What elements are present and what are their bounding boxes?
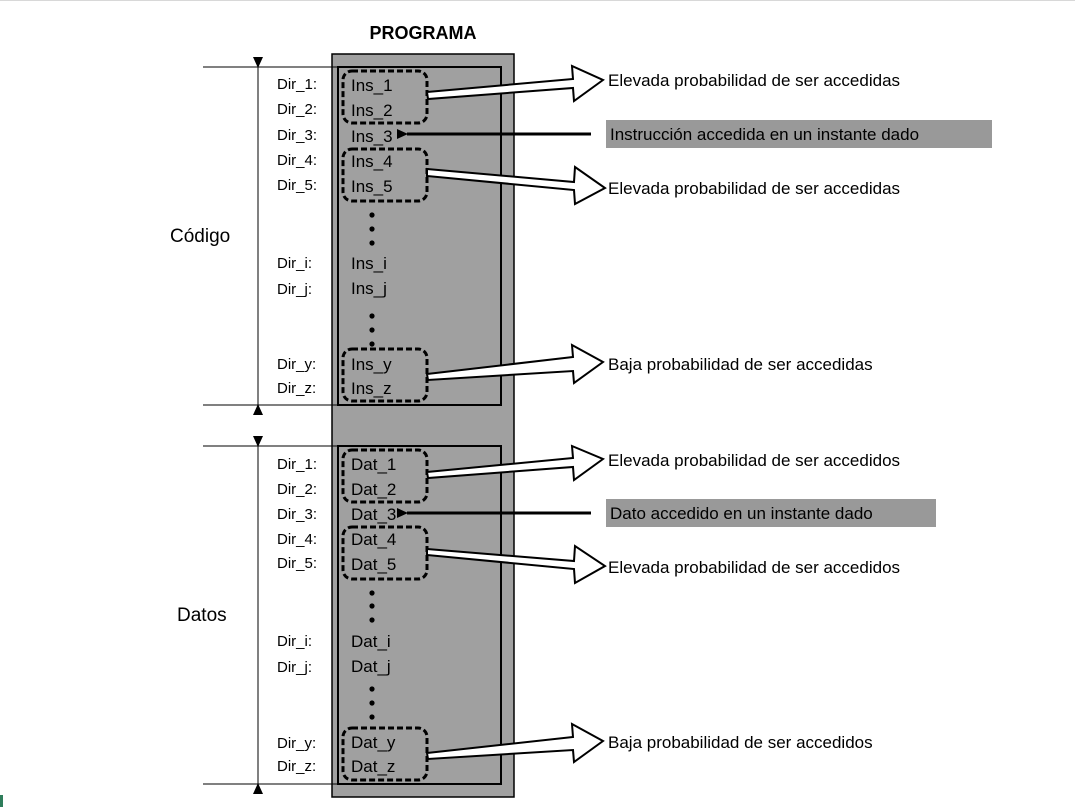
code-cell-5: Ins_5 <box>351 177 393 196</box>
code-group-y-z <box>341 347 429 403</box>
data-cell-y: Dat_y <box>351 733 396 752</box>
data-cell-2: Dat_2 <box>351 480 396 499</box>
code-cell-y: Ins_y <box>351 355 392 374</box>
corner-accent <box>0 795 3 807</box>
data-cell-i: Dat_i <box>351 632 391 651</box>
data-ellipsis-upper <box>369 590 375 623</box>
code-cell-j: Ins_j <box>351 279 387 298</box>
data-addr-4: Dir_4: <box>277 531 317 548</box>
code-group-4-5 <box>341 147 429 203</box>
code-group-1-2 <box>341 69 429 125</box>
code-addr-z: Dir_z: <box>277 380 316 397</box>
code-addr-5: Dir_5: <box>277 177 317 194</box>
code-note-high-2: Elevada probabilidad de ser accedidas <box>608 179 900 198</box>
code-cell-i: Ins_i <box>351 254 387 273</box>
data-arrow-high-2 <box>426 544 607 585</box>
code-addr-j: Dir_j: <box>277 281 312 298</box>
data-cell-3: Dat_3 <box>351 505 396 524</box>
code-cell-3: Ins_3 <box>351 127 393 146</box>
data-addr-z: Dir_z: <box>277 758 316 775</box>
code-arrow-high-2 <box>426 165 607 206</box>
data-addr-i: Dir_i: <box>277 633 312 650</box>
code-note-low: Baja probabilidad de ser accedidas <box>608 355 873 374</box>
code-cell-2: Ins_2 <box>351 101 393 120</box>
data-cell-5: Dat_5 <box>351 555 396 574</box>
data-ellipsis-lower <box>369 686 375 720</box>
data-note-low: Baja probabilidad de ser accedidos <box>608 733 873 752</box>
code-segment-label: Código <box>170 226 230 247</box>
top-divider <box>0 0 1075 1</box>
code-note-high-1: Elevada probabilidad de ser accedidas <box>608 71 900 90</box>
data-group-y-z <box>341 726 429 782</box>
data-addr-y: Dir_y: <box>277 735 316 752</box>
data-note-high-1: Elevada probabilidad de ser accedidos <box>608 451 900 470</box>
data-cell-j: Dat_j <box>351 657 391 676</box>
code-arrow-low <box>425 343 605 385</box>
data-group-4-5 <box>341 525 429 581</box>
data-addr-1: Dir_1: <box>277 456 317 473</box>
data-note-high-2: Elevada probabilidad de ser accedidos <box>608 558 900 577</box>
program-title: PROGRAMA <box>370 23 477 43</box>
data-addr-2: Dir_2: <box>277 481 317 498</box>
code-addr-3: Dir_3: <box>277 127 317 144</box>
code-addr-y: Dir_y: <box>277 356 316 373</box>
data-cell-4: Dat_4 <box>351 530 396 549</box>
data-note-current: Dato accedido en un instante dado <box>610 504 873 523</box>
code-addr-i: Dir_i: <box>277 255 312 272</box>
code-addr-2: Dir_2: <box>277 101 317 118</box>
data-arrow-high-1 <box>425 444 606 482</box>
data-cell-1: Dat_1 <box>351 455 396 474</box>
data-note-current-highlight <box>606 499 936 527</box>
data-segment-label: Datos <box>177 605 227 626</box>
data-cell-z: Dat_z <box>351 757 395 776</box>
code-segment-box <box>337 66 502 406</box>
data-addr-3: Dir_3: <box>277 506 317 523</box>
code-addr-4: Dir_4: <box>277 152 317 169</box>
data-segment-box <box>337 445 502 785</box>
code-cell-1: Ins_1 <box>351 76 393 95</box>
code-note-current: Instrucción accedida en un instante dado <box>610 125 919 144</box>
data-addr-j: Dir_j: <box>277 659 312 676</box>
code-ellipsis-lower <box>369 313 375 347</box>
code-cell-z: Ins_z <box>351 379 392 398</box>
data-group-1-2 <box>341 448 429 504</box>
code-arrow-high-1 <box>425 64 605 103</box>
code-cell-4: Ins_4 <box>351 152 393 171</box>
data-addr-5: Dir_5: <box>277 555 317 572</box>
code-addr-1: Dir_1: <box>277 76 317 93</box>
code-note-current-highlight <box>606 120 992 148</box>
data-arrow-low <box>425 722 605 764</box>
code-ellipsis-upper <box>369 212 375 246</box>
